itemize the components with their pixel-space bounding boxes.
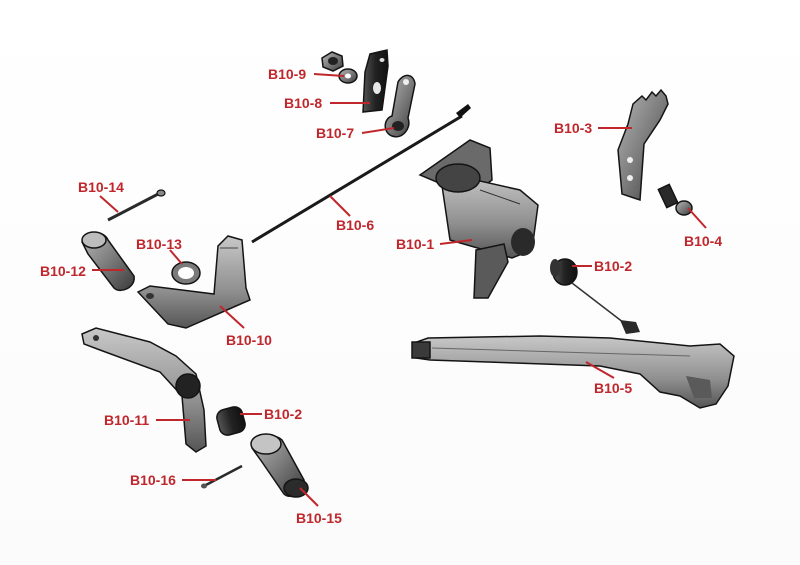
- part-bracket-b10-10: [136, 235, 251, 329]
- part-cable-line: [571, 282, 629, 327]
- label-b10-10: B10-10: [226, 332, 272, 348]
- label-b10-9: B10-9: [268, 66, 306, 82]
- part-sleeve-b10-15: [250, 433, 309, 498]
- label-b10-5: B10-5: [594, 380, 632, 396]
- callout-b10-15: B10-15: [296, 487, 342, 526]
- part-handle-b10-5: [411, 320, 735, 409]
- label-b10-1: B10-1: [396, 236, 434, 252]
- label-b10-2-right: B10-2: [594, 258, 632, 274]
- label-b10-2-left: B10-2: [264, 406, 302, 422]
- leader-b10-15: [299, 487, 319, 507]
- callouts-layer: B10-1 B10-2 B10-2 B10-3 B10-4 B10-5: [40, 66, 722, 526]
- callout-b10-5: B10-5: [585, 361, 632, 396]
- part-washer-b10-13: [171, 261, 201, 285]
- part-nut-b10-9: [321, 51, 358, 84]
- callout-b10-4: B10-4: [684, 207, 722, 249]
- label-b10-4: B10-4: [684, 233, 722, 249]
- leader-b10-13: [169, 249, 183, 265]
- part-bracket-b10-8: [362, 49, 389, 113]
- callout-b10-12: B10-12: [40, 263, 124, 279]
- callout-b10-10: B10-10: [219, 305, 272, 348]
- callout-b10-7: B10-7: [316, 125, 395, 141]
- label-b10-7: B10-7: [316, 125, 354, 141]
- part-bolt-b10-4: [657, 183, 693, 216]
- leader-b10-7: [361, 127, 395, 134]
- callout-b10-2-right: B10-2: [572, 258, 632, 274]
- label-b10-13: B10-13: [136, 236, 182, 252]
- callout-b10-6: B10-6: [329, 195, 374, 233]
- label-b10-15: B10-15: [296, 510, 342, 526]
- leader-b10-4: [687, 207, 707, 229]
- leader-b10-6: [329, 195, 351, 217]
- callout-b10-13: B10-13: [136, 236, 183, 265]
- label-b10-12: B10-12: [40, 263, 86, 279]
- callout-b10-8: B10-8: [284, 95, 370, 111]
- label-b10-11: B10-11: [104, 412, 149, 428]
- callout-b10-11: B10-11: [104, 412, 190, 428]
- callout-b10-16: B10-16: [130, 472, 216, 488]
- label-b10-8: B10-8: [284, 95, 322, 111]
- part-lever-b10-11: [81, 327, 207, 453]
- callout-b10-14: B10-14: [78, 179, 124, 213]
- part-bushing-b10-2-left: [216, 406, 246, 436]
- callout-b10-1: B10-1: [396, 236, 473, 252]
- leader-b10-10: [219, 305, 245, 329]
- callout-b10-9: B10-9: [268, 66, 345, 82]
- label-b10-14: B10-14: [78, 179, 124, 195]
- part-pin-b10-12: [81, 231, 135, 292]
- part-housing-b10-1: [418, 139, 539, 299]
- part-pin-b10-16: [201, 464, 243, 489]
- part-bushing-b10-2-right: [550, 258, 578, 286]
- leader-b10-5: [585, 361, 615, 379]
- leader-b10-9: [313, 73, 345, 77]
- label-b10-6: B10-6: [336, 217, 374, 233]
- label-b10-16: B10-16: [130, 472, 176, 488]
- part-lever-b10-7: [384, 74, 416, 138]
- callout-b10-3: B10-3: [554, 120, 632, 136]
- callout-b10-2-left: B10-2: [240, 406, 302, 422]
- part-rod-b10-6: [251, 104, 471, 244]
- part-cotter-pin-b10-14: [107, 189, 166, 222]
- label-b10-3: B10-3: [554, 120, 592, 136]
- leader-b10-1: [439, 239, 473, 245]
- part-pawl-b10-3: [617, 88, 669, 202]
- leader-b10-14: [99, 195, 119, 213]
